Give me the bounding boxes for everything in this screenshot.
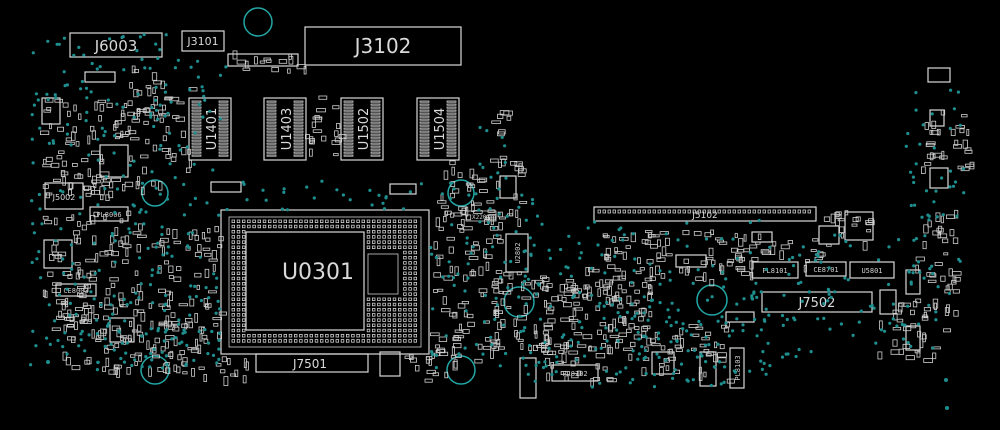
part-ce8003[interactable]: CE8003 [55, 283, 97, 297]
connector-j3102[interactable]: J3102 [304, 26, 462, 66]
test-vias [29, 33, 966, 410]
label-u2802: U2802 [514, 242, 522, 263]
label-pl8006: PL8006 [96, 211, 121, 219]
label-j7501: J7501 [292, 357, 327, 371]
label-pl8103: PL8103 [734, 355, 742, 380]
mounting-hole [446, 355, 476, 385]
chip-pins [191, 100, 811, 214]
connector-j7502[interactable]: J7502 [761, 291, 873, 313]
cpu-ball-array [231, 219, 417, 343]
mounting-hole [696, 284, 728, 316]
mounting-hole [447, 179, 475, 207]
label-ce8003: CE8003 [63, 287, 88, 295]
connector-j3101[interactable]: J3101 [181, 30, 225, 52]
chip-u0301[interactable]: U0301 [220, 209, 430, 355]
label-j7502: J7502 [798, 296, 836, 311]
mounting-hole [140, 355, 170, 385]
label-j3102: J3102 [353, 34, 412, 58]
label-j5102: J5102 [691, 211, 718, 221]
label-u1504: U1504 [433, 108, 448, 151]
connector-j6003[interactable]: J6003 [69, 32, 163, 58]
connector-j7501[interactable]: J7501 [255, 353, 369, 373]
chip-u1403[interactable]: U1403 [263, 97, 307, 161]
label-pl8101: PL8101 [762, 267, 787, 275]
label-u5801: U5801 [861, 267, 882, 275]
part-pl8006[interactable]: PL8006 [89, 206, 129, 222]
connector-j5102[interactable]: J5102 [593, 206, 817, 222]
label-j5002: J5002 [52, 193, 76, 202]
mounting-hole [141, 179, 169, 207]
part-pl8103[interactable]: PL8103 [729, 347, 745, 389]
label-ce8701: CE8701 [813, 266, 838, 274]
part-pl8101[interactable]: PL8101 [751, 261, 799, 279]
chip-u1401[interactable]: U1401 [188, 97, 232, 161]
part-ce8701[interactable]: CE8701 [805, 261, 847, 277]
label-j3101: J3101 [186, 35, 218, 48]
label-pl8202: PL8202 [562, 370, 587, 378]
label-x2201: X2201 [472, 214, 490, 221]
mounting-hole [243, 7, 273, 37]
chip-u1502[interactable]: U1502 [340, 97, 384, 161]
label-j6003: J6003 [94, 37, 138, 55]
label-u1502: U1502 [357, 108, 372, 151]
label-u1401: U1401 [205, 108, 220, 151]
connector-j5002[interactable]: J5002 [44, 182, 84, 210]
passive-components [40, 50, 975, 387]
chip-u1504[interactable]: U1504 [416, 97, 460, 161]
label-u0301: U0301 [282, 260, 354, 285]
label-u1403: U1403 [280, 108, 295, 151]
part-u5801[interactable]: U5801 [849, 261, 895, 279]
